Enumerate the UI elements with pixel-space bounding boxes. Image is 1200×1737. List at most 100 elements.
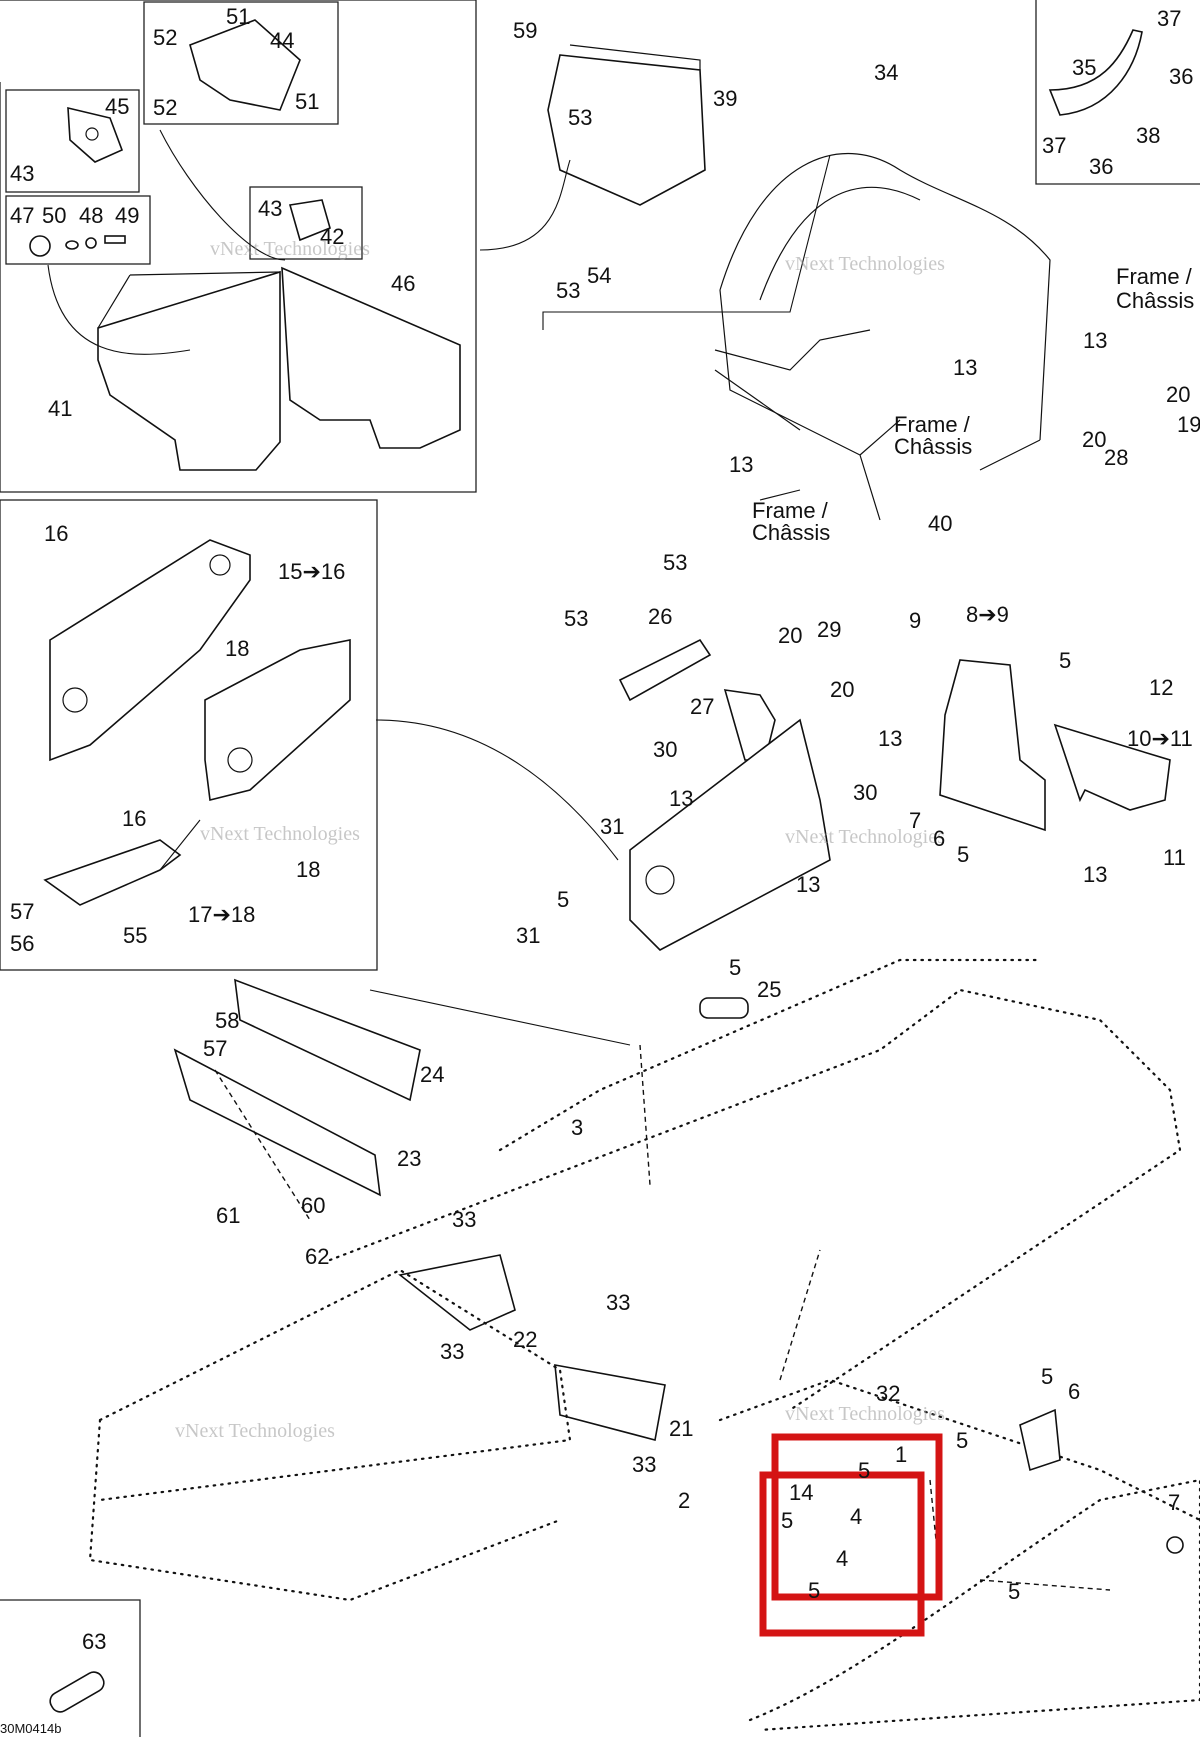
callout-29: 29 [817,617,841,642]
callout-32: 32 [876,1381,900,1406]
callout-37b: 37 [1042,133,1066,158]
deflector-22 [398,1254,516,1331]
callout-16a: 16 [44,521,68,546]
callout-5e: 5 [1041,1364,1053,1389]
callout-4a: 4 [850,1504,862,1529]
callout-16b: 16 [122,806,146,831]
callout-13g: 13 [1083,862,1107,887]
callout-38: 38 [1136,123,1160,148]
frame-label-2-line1: Frame / [894,412,971,437]
callout-5h: 5 [808,1578,820,1603]
callout-47: 47 [10,203,34,228]
callout-28: 28 [1104,445,1128,470]
callout-11: 11 [1163,845,1186,870]
callout-12: 12 [1149,675,1173,700]
bracket-15-16-hole-a [62,687,88,713]
callout-21: 21 [669,1416,693,1441]
cover-23 [173,1048,381,1197]
callout-63: 63 [82,1629,106,1654]
callout-4b: 4 [836,1546,848,1571]
roll-cage-34 [719,152,1051,521]
callout-30a: 30 [653,737,677,762]
callout-34: 34 [874,60,898,85]
bracket-17-18 [204,639,351,801]
callout-53b: 53 [556,278,580,303]
callout-7a: 7 [909,808,921,833]
watermark-2: vNext Technologies [785,253,945,275]
callout-8-to-9: 8➔9 [966,602,1009,627]
panel-41 [97,270,281,471]
tunnel-dotted-outline [748,1478,1200,1732]
callout-19: 19 [1177,412,1200,437]
callout-15-to-16: 15➔16 [278,559,345,584]
callout-5b: 5 [557,887,569,912]
bracket-44 [189,19,301,111]
chassis-dotted-outline [88,958,1200,1602]
callout-43a: 43 [10,161,34,186]
bracket-42 [288,199,331,242]
callout-36b: 36 [1089,154,1113,179]
callout-labels: 59 53 39 53 54 34 37 35 36 37 38 36 51 5… [0,4,1200,1736]
panel-41-lip [97,271,281,329]
callout-33d: 33 [632,1452,656,1477]
callout-5d: 5 [1059,648,1071,673]
callout-13d: 13 [669,786,693,811]
inset-clips-51-52 [143,1,339,125]
panel-upper-lip [569,44,701,70]
callout-13c: 13 [729,452,753,477]
callout-43b: 43 [258,196,282,221]
screw-49 [104,235,126,244]
callout-20d: 20 [830,677,854,702]
arm-35 [1048,29,1143,116]
callout-35: 35 [1072,55,1096,80]
callout-41: 41 [48,396,72,421]
callout-31b: 31 [516,923,540,948]
callout-5i: 5 [1008,1579,1020,1604]
callout-51b: 51 [295,89,319,114]
bracket-45 [67,106,124,163]
callout-22: 22 [513,1327,537,1352]
callout-27: 27 [690,694,714,719]
frame-label-3-line2: Châssis [752,520,830,545]
callout-18: 18 [225,636,249,661]
callout-25: 25 [757,977,781,1002]
inset-top-left [0,0,477,493]
callout-56: 56 [10,931,34,956]
bracket-27 [723,689,776,761]
callout-50: 50 [42,203,66,228]
bracket-15-16-hole-b [209,554,231,576]
watermark-4: vNext Technologies [785,826,945,848]
callout-5a: 5 [957,842,969,867]
callout-53d: 53 [564,606,588,631]
panel-46 [281,266,461,449]
inset-top-right [1035,0,1200,185]
callout-3: 3 [571,1115,583,1140]
callout-52a: 52 [153,25,177,50]
plate-55 [43,839,182,906]
callout-33a: 33 [452,1207,476,1232]
panel-upper [547,54,706,206]
callout-20c: 20 [778,623,802,648]
callout-13b: 13 [953,355,977,380]
callout-20b: 20 [1082,427,1106,452]
callout-17-to-18: 17➔18 [188,902,255,927]
deflector-21 [554,1364,666,1441]
callout-61: 61 [216,1203,240,1228]
callout-14: 14 [789,1480,813,1505]
frame-bracket-lines [542,154,831,330]
plate-6 [1019,1408,1061,1472]
roll-cage-34-base [714,329,871,431]
callout-30b: 30 [853,780,877,805]
callout-7b: 7 [1168,1490,1180,1515]
callout-59: 59 [513,18,537,43]
highlight-box-inner [759,1471,925,1637]
callout-46: 46 [391,271,415,296]
callout-5g: 5 [781,1508,793,1533]
inset-fasteners-47-50 [5,195,151,265]
callout-53c: 53 [663,550,687,575]
callout-31a: 31 [600,814,624,839]
callout-37a: 37 [1157,6,1181,31]
callout-48: 48 [79,203,103,228]
callout-20a: 20 [1166,382,1190,407]
callout-5f: 5 [956,1428,968,1453]
